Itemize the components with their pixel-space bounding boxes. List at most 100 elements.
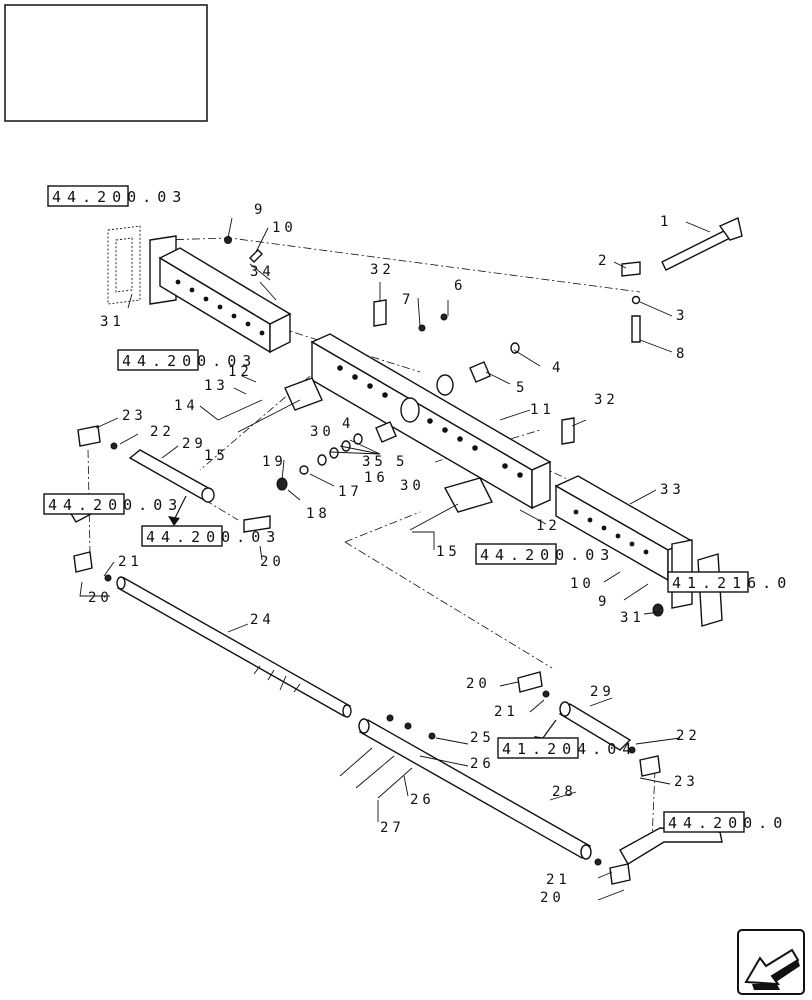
callout: 23 [674, 774, 699, 790]
main-axle-beam [310, 333, 552, 510]
callout: 31 [100, 314, 125, 330]
tie-rod-end-23b [639, 755, 661, 777]
svg-text:44.200.03: 44.200.03 [48, 496, 183, 514]
tie-rod-28 [358, 718, 592, 860]
callout: 10 [570, 576, 595, 592]
callout: 15 [204, 448, 229, 464]
left-upright-tube [149, 235, 292, 354]
bolt-27b [355, 755, 395, 789]
callout: 17 [338, 484, 363, 500]
callout: 8 [676, 346, 688, 362]
callout: 29 [182, 436, 207, 452]
page-ref-box[interactable]: 44.200.03 [117, 349, 257, 371]
callout: 35 [362, 454, 387, 470]
tie-rod-end-20b [73, 551, 93, 573]
back-arrow-icon[interactable] [737, 929, 805, 995]
callout: 6 [454, 278, 466, 294]
page-ref-box[interactable]: 44.200.03 [43, 493, 183, 515]
page-references: 44.200.03 44.200.03 44.200.03 44.200.03 … [43, 185, 792, 833]
page-ref-box[interactable]: 41.216.0 [667, 571, 792, 593]
callout: 22 [676, 728, 701, 744]
left-link-29 [128, 449, 215, 503]
callout: 33 [660, 482, 685, 498]
right-upright-tube [554, 475, 693, 609]
callout: 5 [396, 454, 408, 470]
bolt-7 [418, 324, 426, 332]
callout: 25 [470, 730, 495, 746]
bolt-15 [237, 399, 301, 433]
rod-hash-marks [253, 665, 301, 693]
callout: 14 [174, 398, 199, 414]
callouts: 1 2 3 4 4 5 5 6 7 8 9 9 10 10 11 12 12 1… [88, 202, 701, 906]
svg-text:41.216.0: 41.216.0 [672, 574, 792, 592]
tie-rod-end-20d [609, 863, 631, 885]
callout: 26 [470, 756, 495, 772]
callout: 30 [310, 424, 335, 440]
callout: 16 [364, 470, 389, 486]
ref-arrow-left-head [168, 516, 180, 526]
callout: 27 [380, 820, 405, 836]
decal-32 [373, 299, 387, 327]
callout: 28 [552, 784, 577, 800]
title-box [4, 4, 208, 122]
bolt-15b [409, 503, 459, 531]
tie-rod-end-23 [77, 425, 101, 447]
callout: 15 [436, 544, 461, 560]
callout: 21 [494, 704, 519, 720]
bolt-10 [249, 249, 263, 263]
callout: 5 [516, 380, 528, 396]
svg-text:44.200.03: 44.200.03 [146, 528, 281, 546]
callout: 21 [118, 554, 143, 570]
page-ref-box[interactable]: 44.200.03 [475, 543, 615, 565]
callout: 9 [254, 202, 266, 218]
nut-21 [104, 574, 112, 582]
bolt-14 [217, 399, 263, 421]
page-ref-box[interactable]: 44.200.03 [141, 525, 281, 547]
callout: 19 [262, 454, 287, 470]
leader-lines [79, 217, 711, 901]
callout: 20 [88, 590, 113, 606]
callout: 20 [260, 554, 285, 570]
callout: 13 [204, 378, 229, 394]
tie-rod-end-20c [517, 671, 543, 693]
callout: 30 [400, 478, 425, 494]
steering-arm-right [619, 827, 723, 865]
callout: 21 [546, 872, 571, 888]
callout: 10 [272, 220, 297, 236]
spacer-rings-16 [317, 433, 363, 466]
page-ref-box[interactable]: 44.200.03 [47, 185, 187, 207]
callout: 3 [676, 308, 688, 324]
bolt-27a [339, 747, 373, 777]
callout: 32 [370, 262, 395, 278]
left-bracket [107, 225, 141, 305]
callout: 31 [620, 610, 645, 626]
decal-32b [561, 417, 575, 445]
page-ref-box[interactable]: 44.200.0 [663, 811, 788, 833]
callout: 9 [598, 594, 610, 610]
bushing-5b [375, 421, 397, 443]
pivot-bracket-lower [443, 477, 494, 513]
callout: 18 [306, 506, 331, 522]
callout: 12 [228, 364, 253, 380]
nut-21b [542, 690, 550, 698]
page-ref-box[interactable]: 41.204.04 [497, 737, 637, 759]
callout: 2 [598, 253, 610, 269]
callout: 24 [250, 612, 275, 628]
bolt-26 [377, 767, 413, 799]
nut-31 [652, 603, 664, 617]
callout: 26 [410, 792, 435, 808]
callout: 23 [122, 408, 147, 424]
callout: 7 [402, 292, 414, 308]
callout: 22 [150, 424, 175, 440]
nut-25b [404, 722, 412, 730]
callout: 4 [342, 416, 354, 432]
callout: 11 [530, 402, 555, 418]
nut-22b [628, 746, 636, 754]
callout: 34 [250, 264, 275, 280]
bolt-8 [631, 315, 641, 343]
clip-2 [621, 261, 641, 277]
pin-1 [661, 217, 743, 271]
callout: 29 [590, 684, 615, 700]
washer-3 [631, 295, 641, 305]
